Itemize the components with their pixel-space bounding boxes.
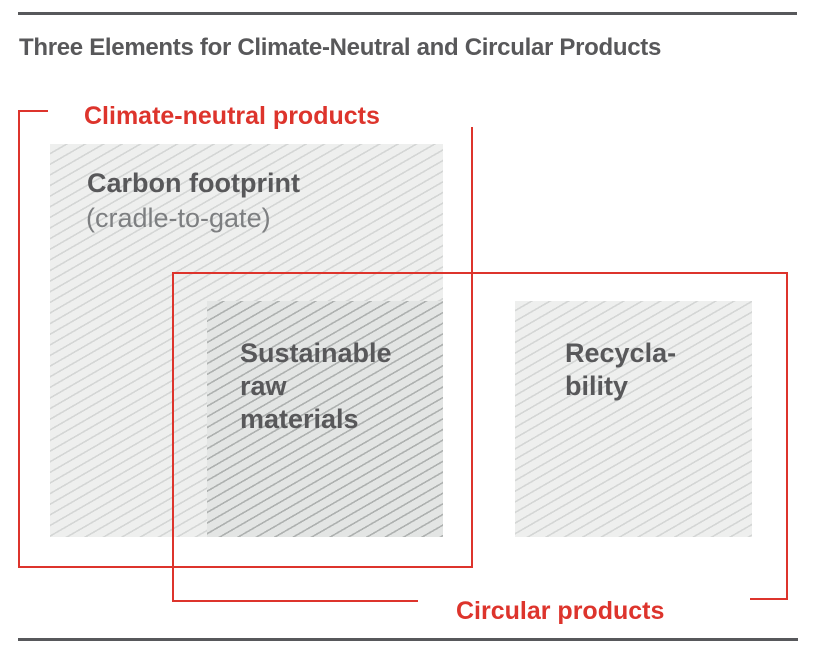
climate-neutral-products-label: Climate-neutral products xyxy=(84,102,380,130)
recyclability-line-2: bility xyxy=(565,371,629,401)
carbon-footprint-subtitle: (cradle-to-gate) xyxy=(86,203,271,233)
circular-outline-right xyxy=(786,272,788,600)
sustainable-line-3: materials xyxy=(240,404,359,434)
circular-outline-bottom-left xyxy=(172,600,418,602)
circular-outline-top xyxy=(172,272,788,274)
bottom-rule xyxy=(18,638,798,641)
sustainable-line-2: raw xyxy=(240,371,287,401)
circular-products-label: Circular products xyxy=(456,597,665,625)
climate-neutral-outline-top-dash xyxy=(18,110,48,112)
recyclability-box xyxy=(515,301,752,537)
recyclability-label: Recycla- bility xyxy=(565,337,676,403)
sustainable-raw-materials-label: Sustainable raw materials xyxy=(240,337,392,436)
carbon-footprint-title: Carbon footprint xyxy=(87,168,300,198)
sustainable-raw-materials-box xyxy=(207,301,443,537)
climate-neutral-outline-right xyxy=(471,127,473,568)
climate-neutral-outline-bottom xyxy=(18,566,473,568)
circular-outline-left xyxy=(172,272,174,602)
recyclability-line-1: Recycla- xyxy=(565,338,677,368)
circular-outline-bottom-dash xyxy=(750,598,788,600)
page-title: Three Elements for Climate-Neutral and C… xyxy=(19,34,662,61)
climate-neutral-outline-left xyxy=(18,110,20,568)
top-rule xyxy=(18,12,797,15)
sustainable-line-1: Sustainable xyxy=(240,338,392,368)
